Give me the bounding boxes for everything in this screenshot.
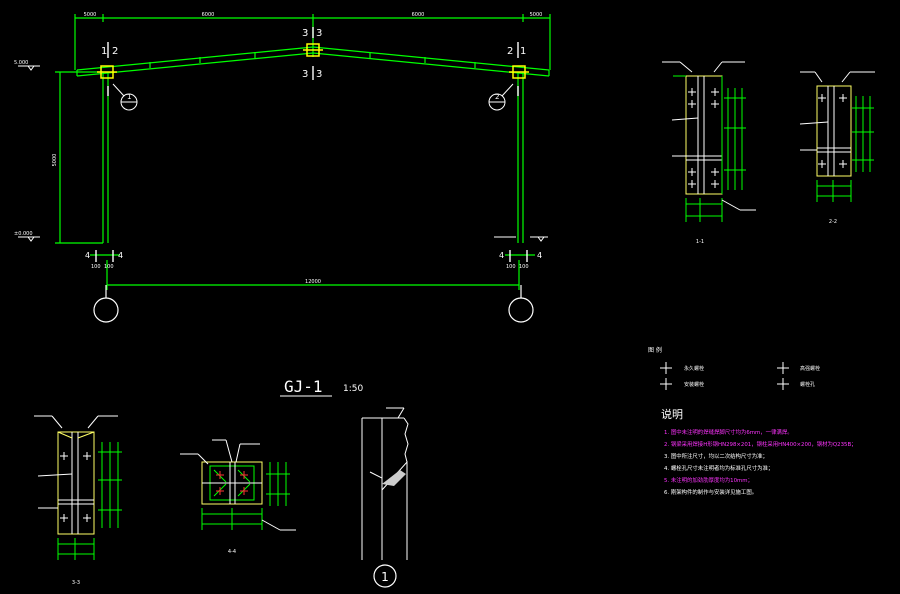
frame-joints — [97, 43, 529, 79]
section-4-4 — [180, 439, 296, 531]
elev-bottom: ±0.000 — [14, 231, 33, 237]
detail-1 — [361, 407, 409, 560]
top-dim-2: 6000 — [202, 12, 215, 18]
legend-item-4: 螺栓孔 — [800, 381, 815, 388]
detail-ref-markers — [112, 83, 514, 111]
detail-1-weld-hatch — [382, 470, 406, 486]
section-2-2-label: 2-2 — [829, 219, 837, 225]
cut-bl-b: 4 — [118, 251, 123, 260]
top-dim-1: 5000 — [84, 12, 97, 18]
cut-left-2: 2 — [112, 46, 118, 57]
cut-left-1: 1 — [101, 46, 107, 57]
axis-bubbles — [93, 285, 534, 323]
section-3-3-label: 3-3 — [72, 580, 80, 586]
cut-right-2: 2 — [507, 46, 513, 57]
note-line-3: 3. 图中所注尺寸，均以二次结构尺寸为准； — [664, 452, 768, 460]
cut-ridge-top-a: 3 — [302, 28, 308, 39]
section-2-2 — [799, 71, 875, 202]
cut-br-a: 4 — [499, 251, 504, 260]
note-line-4: 4. 螺栓孔尺寸未注明者均为标准孔尺寸为准； — [664, 464, 773, 472]
note-line-1: 1. 图中未注明的焊缝焊脚尺寸均为6mm，一律满焊。 — [664, 428, 793, 436]
notes-title: 说明 — [661, 407, 683, 421]
drawing-scale: 1:50 — [343, 384, 363, 394]
note-line-2: 2. 钢梁采用焊接H形钢HN298×201，钢柱采用HN400×200，钢材为Q… — [664, 440, 857, 448]
detail-1-bubble — [373, 564, 397, 588]
section-1-1-label: 1-1 — [696, 239, 704, 245]
col-dim-left-b: 100 — [104, 264, 114, 270]
section-3-3 — [34, 415, 122, 560]
note-line-5: 5. 未注明的加劲肋厚度均为10mm； — [664, 476, 753, 484]
cut-ridge-bot-b: 3 — [316, 69, 322, 80]
cut-ridge-bot-a: 3 — [302, 69, 308, 80]
legend-symbols — [660, 362, 789, 390]
legend-item-1: 永久螺栓 — [684, 365, 704, 372]
col-dim-right-a: 100 — [506, 264, 516, 270]
span-dim: 12000 — [305, 279, 321, 285]
cut-br-b: 4 — [537, 251, 542, 260]
col-dim-left-a: 100 — [91, 264, 101, 270]
section-cut-lines — [95, 27, 528, 262]
top-dim-4: 5000 — [530, 12, 543, 18]
elev-top: 5.000 — [14, 60, 28, 66]
cut-bl-a: 4 — [85, 251, 90, 260]
detail-ref-left: 1 — [127, 93, 131, 101]
detail-ref-right: 2 — [495, 93, 499, 101]
section-3-3-bolts — [60, 452, 91, 522]
section-4-4-bolts — [216, 471, 248, 495]
drawing-title: GJ-1 — [284, 377, 323, 396]
section-4-4-label: 4-4 — [228, 549, 236, 555]
legend-item-2: 安装螺栓 — [684, 381, 704, 388]
legend-item-3: 高强螺栓 — [800, 365, 820, 372]
height-dim: 5000 — [52, 154, 58, 167]
cut-right-1: 1 — [520, 46, 526, 57]
legend-title: 图 例 — [648, 346, 662, 354]
col-dim-right-b: 100 — [519, 264, 529, 270]
elevation-markers — [18, 65, 548, 242]
section-2-2-bolts — [818, 94, 847, 168]
section-1-1-bolts — [688, 88, 719, 188]
detail-1-number: 1 — [381, 570, 389, 584]
note-line-6: 6. 刚架构件的制作与安装详见施工图。 — [664, 488, 757, 496]
cut-ridge-top-b: 3 — [316, 28, 322, 39]
top-dim-3: 6000 — [412, 12, 425, 18]
section-1-1 — [662, 61, 756, 222]
